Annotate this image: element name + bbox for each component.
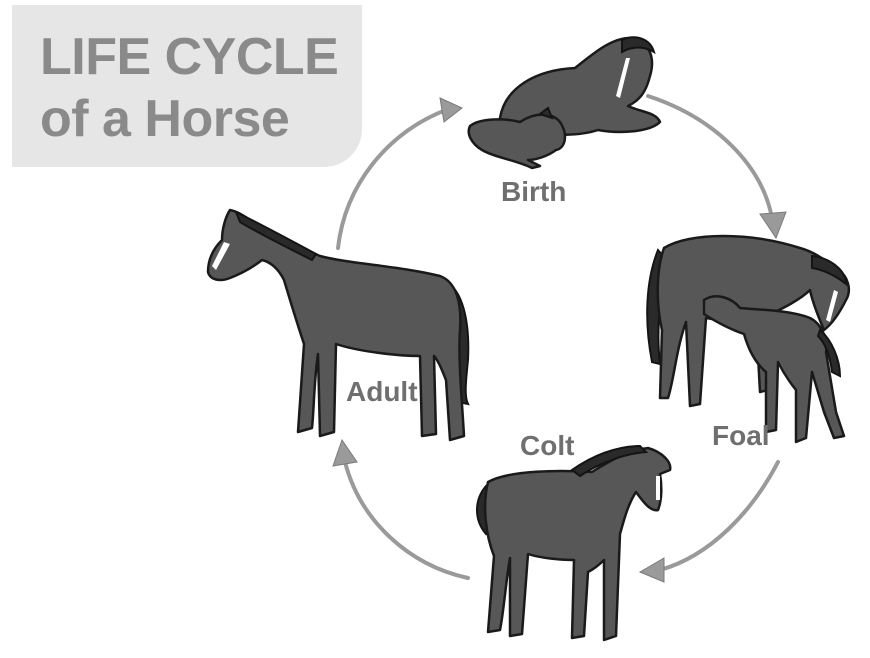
stage-label-foal: Foal — [712, 420, 770, 452]
arrow-colt-to-adult-icon — [333, 440, 468, 578]
stage-label-birth: Birth — [501, 176, 566, 208]
foal-horses-icon — [647, 236, 849, 442]
colt-horse-icon — [477, 446, 670, 640]
birth-horses-icon — [469, 37, 660, 168]
stage-label-adult: Adult — [346, 376, 418, 408]
stage-label-colt: Colt — [520, 430, 574, 462]
arrow-birth-to-foal-icon — [648, 96, 786, 238]
arrow-adult-to-birth-icon — [338, 98, 462, 248]
